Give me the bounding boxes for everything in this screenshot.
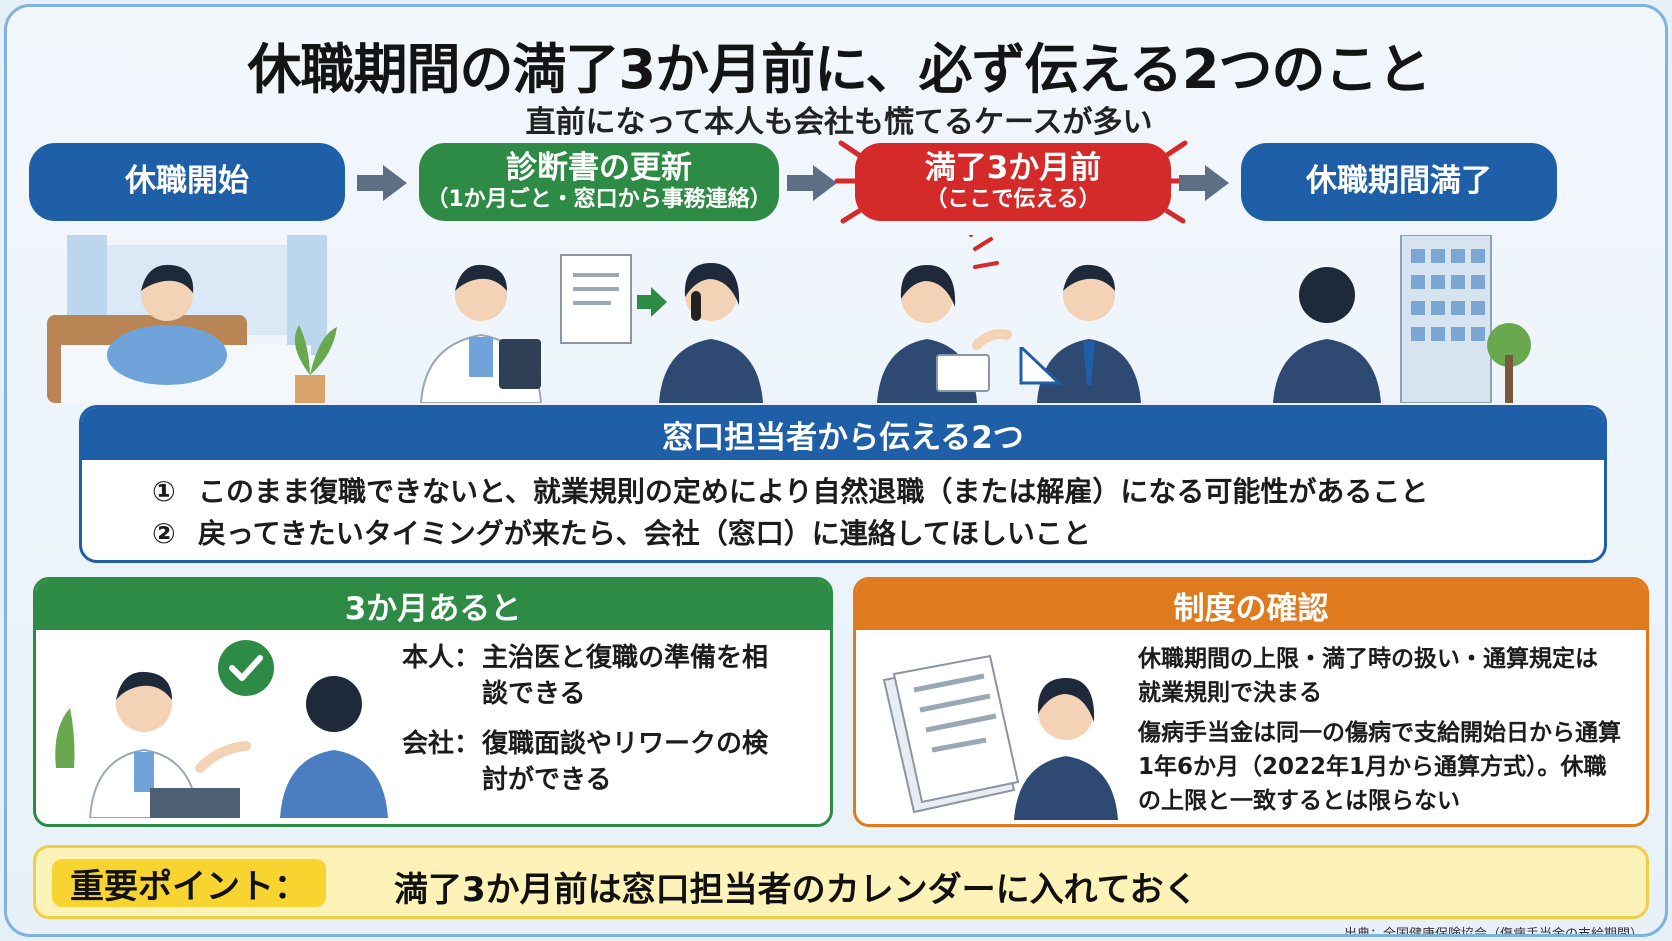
employee-and-office-illustration — [1273, 235, 1531, 403]
arrow-right-icon — [787, 165, 837, 201]
flow-step-start-label: 休職開始 — [125, 163, 249, 200]
tell-item-text: このまま復職できないと、就業規則の定めにより自然退職（または解雇）になる可能性が… — [198, 475, 1429, 508]
three-months-row-value: 主治医と復職の準備を相談できる — [482, 643, 769, 709]
tell-item: ① このまま復職できないと、就業規則の定めにより自然退職（または解雇）になる可能性… — [152, 470, 1428, 510]
three-months-row-key: 会社： — [402, 729, 481, 759]
tell-items-heading: 窓口担当者から伝える2つ — [82, 408, 1604, 460]
three-months-row-value: 復職面談やリワークの検討ができる — [482, 729, 769, 795]
system-check-text-allowance: 傷病手当金は同一の傷病で支給開始日から通算1年6か月（2022年1月から通算方式… — [1138, 720, 1621, 814]
staff-explaining-illustration — [877, 235, 1141, 403]
three-months-row-person: 本人： 主治医と復職の準備を相談できる — [402, 640, 812, 720]
flow-step-three-months-label: 満了3か月前 — [924, 149, 1102, 186]
doctor-consultation-illustration — [55, 640, 388, 818]
patient-in-bed-illustration — [47, 235, 337, 403]
key-point-text: 満了3か月前は窓口担当者のカレンダーに入れておく — [394, 870, 1198, 910]
flow-step-end: 休職期間満了 — [1241, 143, 1557, 221]
flow-step-certificate-sub: （1か月ごと・窓口から事務連絡） — [426, 186, 772, 212]
flow-step-three-months: 満了3か月前 （ここで伝える） — [855, 143, 1171, 221]
flow-step-start: 休職開始 — [29, 143, 345, 221]
page-title: 休職期間の満了3か月前に、必ず伝える2つのこと — [247, 38, 1432, 101]
system-check-panel: 制度の確認 休職期間の上限・満了時の扱い・通算規定は就業規則で決まる 傷病手当金… — [853, 577, 1649, 827]
arrow-right-icon — [1179, 165, 1229, 201]
rulebook-and-staff-illustration — [882, 654, 1118, 820]
tell-item-text: 戻ってきたいタイミングが来たら、会社（窓口）に連絡してほしいこと — [198, 517, 1091, 550]
infographic-frame: 休職期間の満了3か月前に、必ず伝える2つのこと 直前になって本人も会社も慌てるケ… — [4, 4, 1668, 937]
tell-item: ② 戻ってきたいタイミングが来たら、会社（窓口）に連絡してほしいこと — [152, 512, 1091, 552]
flow-step-certificate-label: 診断書の更新 — [506, 149, 692, 186]
system-check-heading: 制度の確認 — [856, 580, 1646, 630]
page-subtitle: 直前になって本人も会社も慌てるケースが多い — [525, 105, 1153, 140]
source-note: 出典：全国健康保険協会（傷病手当金の支給期間） — [1343, 927, 1643, 937]
three-months-row-key: 本人： — [402, 643, 481, 673]
tell-item-number: ① — [152, 475, 176, 508]
flow-step-certificate: 診断書の更新 （1か月ごと・窓口から事務連絡） — [419, 143, 779, 221]
three-months-row-company: 会社： 復職面談やリワークの検討ができる — [402, 726, 812, 806]
flow-step-three-months-sub: （ここで伝える） — [925, 186, 1101, 212]
three-months-heading: 3か月あると — [36, 580, 830, 630]
speech-pointer-icon — [1019, 347, 1063, 385]
tell-item-number: ② — [152, 517, 176, 550]
key-point-bar: 重要ポイント： 満了3か月前は窓口担当者のカレンダーに入れておく — [33, 845, 1649, 919]
key-point-label: 重要ポイント： — [52, 859, 326, 907]
flow-step-end-label: 休職期間満了 — [1306, 163, 1492, 200]
three-months-panel: 3か月あると 本人： 主治医と復職の準備を相談できる 会社： 復職面談やリワーク… — [33, 577, 833, 827]
tell-items-box: 窓口担当者から伝える2つ ① このまま復職できないと、就業規則の定めにより自然退職… — [79, 405, 1607, 563]
doctor-and-staff-illustration — [419, 254, 763, 403]
arrow-right-icon — [357, 165, 407, 201]
system-check-text-rules: 休職期間の上限・満了時の扱い・通算規定は就業規則で決まる — [1138, 646, 1598, 706]
